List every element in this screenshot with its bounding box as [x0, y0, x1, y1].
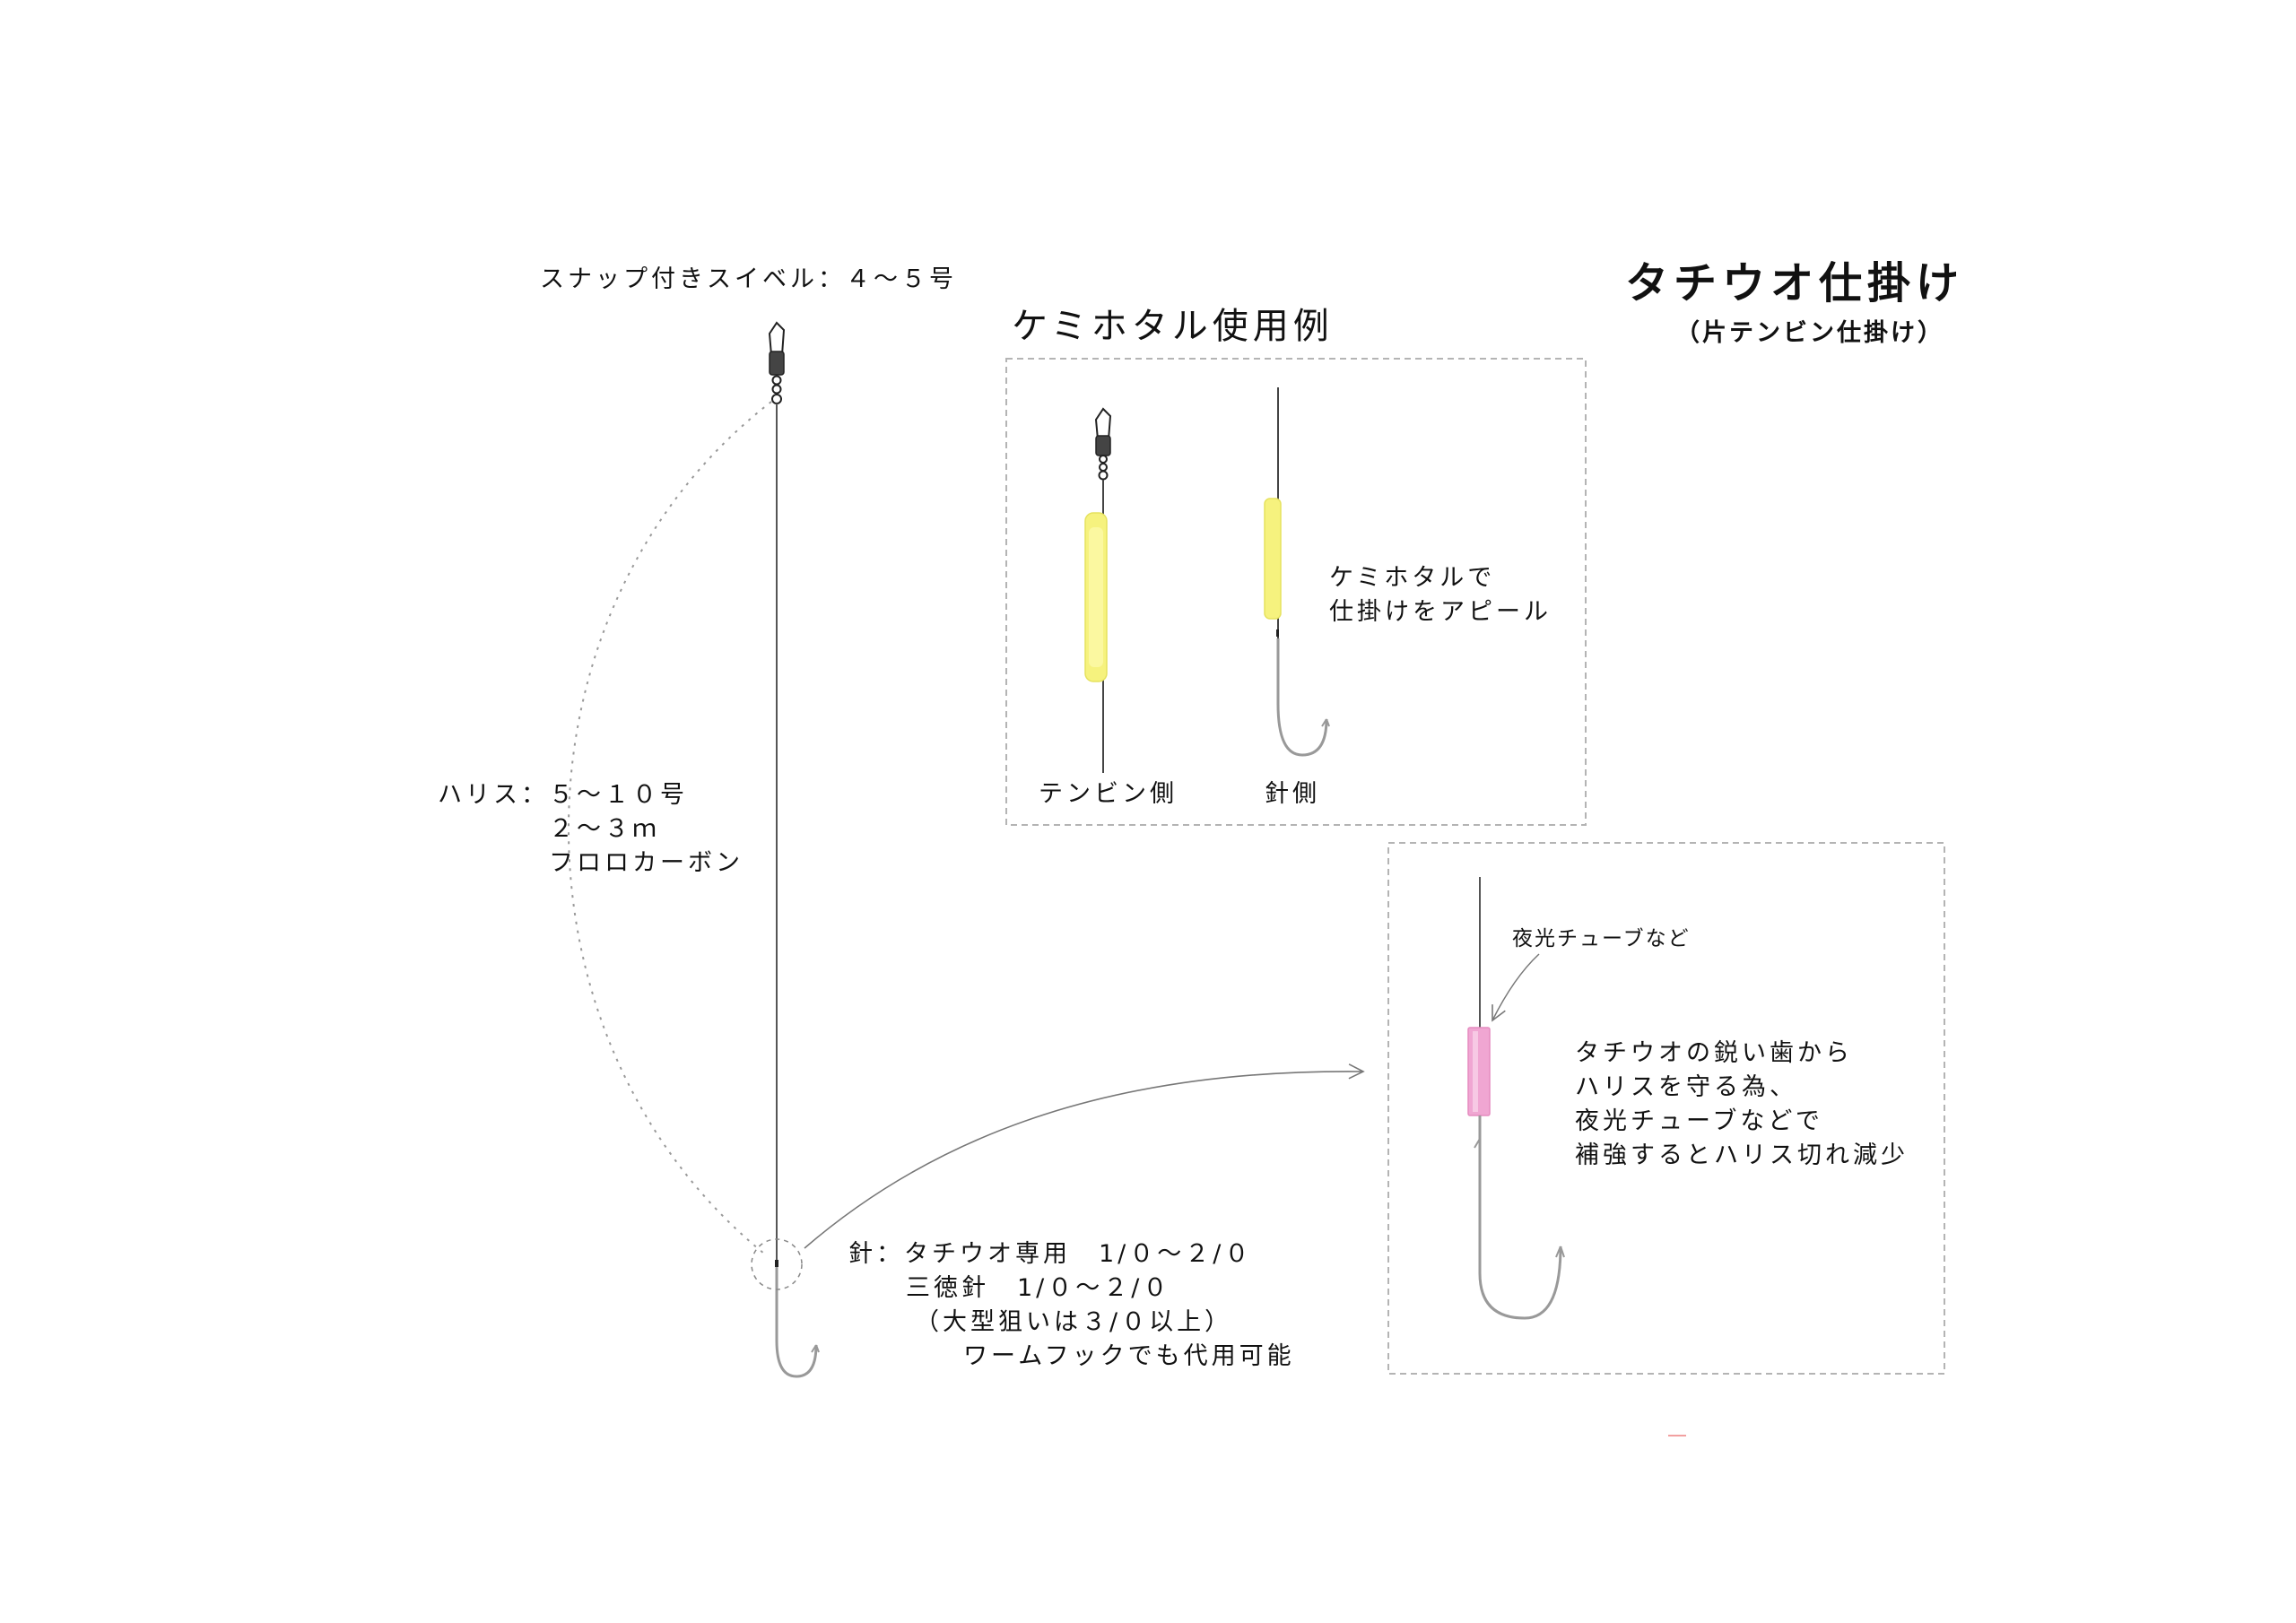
tube-note-line4: 補強するとハリス切れ減少: [1575, 1141, 1909, 1169]
harisu-line3: フロロカーボン: [549, 849, 744, 877]
zoom-circle: [751, 1238, 803, 1290]
hook-side-rig: [1264, 387, 1330, 757]
tube-note: タチウオの鋭い歯から ハリスを守る為、 夜光チューブなどで 補強するとハリス切れ…: [1575, 1037, 1909, 1173]
tube-note-line1: タチウオの鋭い歯から: [1575, 1039, 1853, 1067]
tenbin-side-rig: [1084, 407, 1112, 773]
page-subtitle: （片テンビン仕掛け）: [1675, 319, 1944, 347]
hook-spec-line2: 三徳針 1/０～２/０: [906, 1274, 1171, 1302]
tube-detail-box: [1387, 842, 1945, 1375]
detail-arrow: [804, 1063, 1365, 1249]
harisu-line2: ２～３ｍ: [549, 815, 660, 843]
chemi-example-box: [1005, 358, 1587, 826]
hook-spec-label: 針：タチウオ専用 1/０～２/０ 三徳針 1/０～２/０ （大型狙いは３/０以上…: [848, 1237, 1295, 1374]
page-title: タチウオ仕掛け: [1625, 258, 1965, 308]
tube-detail-rig: [1467, 877, 1565, 1320]
length-arc: [568, 401, 772, 1254]
harisu-label: ハリス：５～１０号 ２～３ｍ フロロカーボン: [438, 778, 744, 881]
hook-side-label: 針側: [1265, 780, 1320, 808]
chemi-heading: ケミホタル使用例: [1012, 306, 1334, 347]
chemi-note-line2: 仕掛けをアピール: [1329, 598, 1552, 626]
glow-tube: [1467, 1027, 1491, 1116]
harisu-line1: ハリス：５～１０号: [438, 781, 688, 809]
swivel-label: スナップ付きスイベル：４～５号: [540, 265, 957, 293]
tube-note-line3: 夜光チューブなどで: [1575, 1107, 1823, 1135]
chemi-note-line1: ケミホタルで: [1329, 564, 1496, 592]
hook-spec-line3: （大型狙いは３/０以上）: [915, 1308, 1233, 1336]
main-hook: [775, 1266, 818, 1378]
chemi-note: ケミホタルで 仕掛けをアピール: [1329, 561, 1552, 629]
tenbin-side-label: テンビン側: [1039, 780, 1178, 808]
hook-spec-line4: ワームフックでも代用可能: [963, 1342, 1295, 1370]
snap-swivel: [768, 321, 786, 404]
hook-spec-line1: 針：タチウオ専用 1/０～２/０: [848, 1240, 1253, 1268]
tube-pointer-label: 夜光チューブなど: [1512, 927, 1691, 950]
tube-pointer-arrow: [1492, 953, 1540, 1022]
tube-note-line2: ハリスを守る為、: [1575, 1073, 1797, 1101]
chemi-light-small: [1264, 498, 1282, 620]
